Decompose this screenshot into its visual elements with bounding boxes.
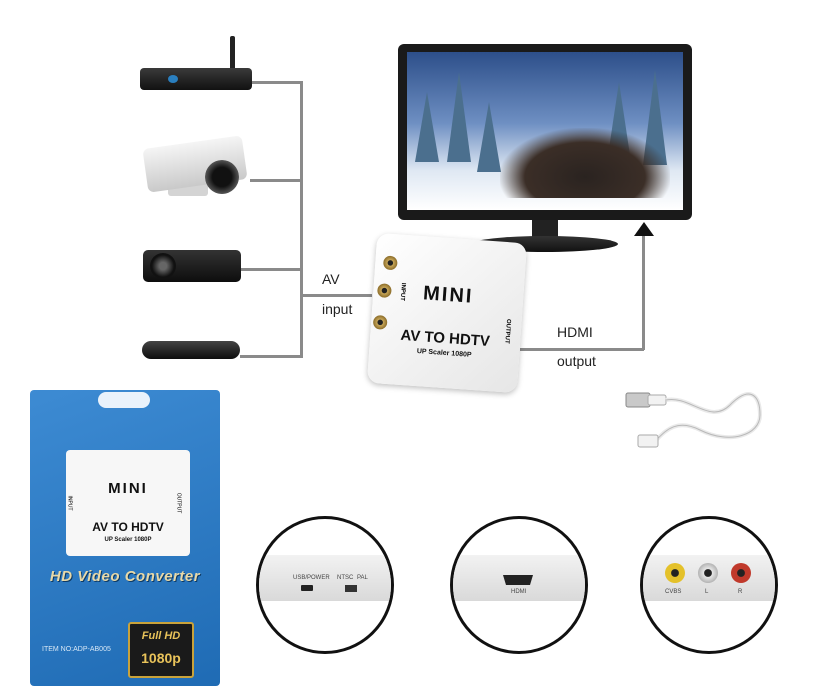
usb-power-label: USB/POWER: [293, 575, 330, 581]
arrow-up-icon: [634, 222, 654, 236]
rca-yellow-icon: [665, 563, 685, 583]
closeup-power-port: USB/POWER NTSC PAL: [256, 516, 394, 654]
switch-label-a: NTSC: [337, 575, 354, 581]
output-label: output: [557, 353, 596, 369]
usb-port-icon: [301, 585, 313, 591]
input-label: input: [322, 301, 353, 317]
ntsc-pal-switch-icon: [345, 585, 357, 592]
rca-red-icon: [731, 563, 751, 583]
package-input-label: INPUT: [66, 495, 73, 511]
closeup-av-ports: CVBS L R: [640, 516, 778, 654]
av-port-label: L: [705, 589, 709, 595]
hdmi-port-label: HDMI: [511, 589, 527, 595]
package-window: MINI AV TO HDTV UP Scaler 1080P INPUT OU…: [66, 450, 190, 556]
usb-cable-icon: [625, 392, 763, 448]
package-hang-tab: [98, 392, 150, 408]
converter-device: INPUT OUTPUT MINI AV TO HDTV UP Scaler 1…: [366, 232, 528, 394]
av-port-label: R: [738, 589, 743, 595]
av-port-label: CVBS: [665, 589, 682, 595]
badge-top: Full HD: [141, 630, 181, 642]
package-brand: MINI: [108, 480, 148, 497]
package-sub: UP Scaler 1080P: [104, 537, 152, 543]
tv-picture-people: [500, 128, 670, 198]
rca-white-icon: [698, 563, 718, 583]
hdmi-label: HDMI: [557, 324, 593, 340]
rca-jack: [382, 255, 398, 271]
package-model: AV TO HDTV: [92, 520, 164, 534]
av-label: AV: [322, 271, 340, 287]
converter-brand: MINI: [422, 282, 475, 308]
package-title: HD Video Converter: [49, 568, 201, 585]
switch-label-b: PAL: [357, 575, 368, 581]
full-hd-badge: Full HD 1080p: [128, 622, 194, 678]
closeup-hdmi-port: HDMI: [450, 516, 588, 654]
hdmi-port-icon: [503, 575, 533, 585]
package-output-label: OUTPUT: [175, 492, 182, 514]
package-item-number: ITEM NO:ADP-AB005: [42, 646, 111, 653]
badge-bottom: 1080p: [141, 650, 181, 666]
